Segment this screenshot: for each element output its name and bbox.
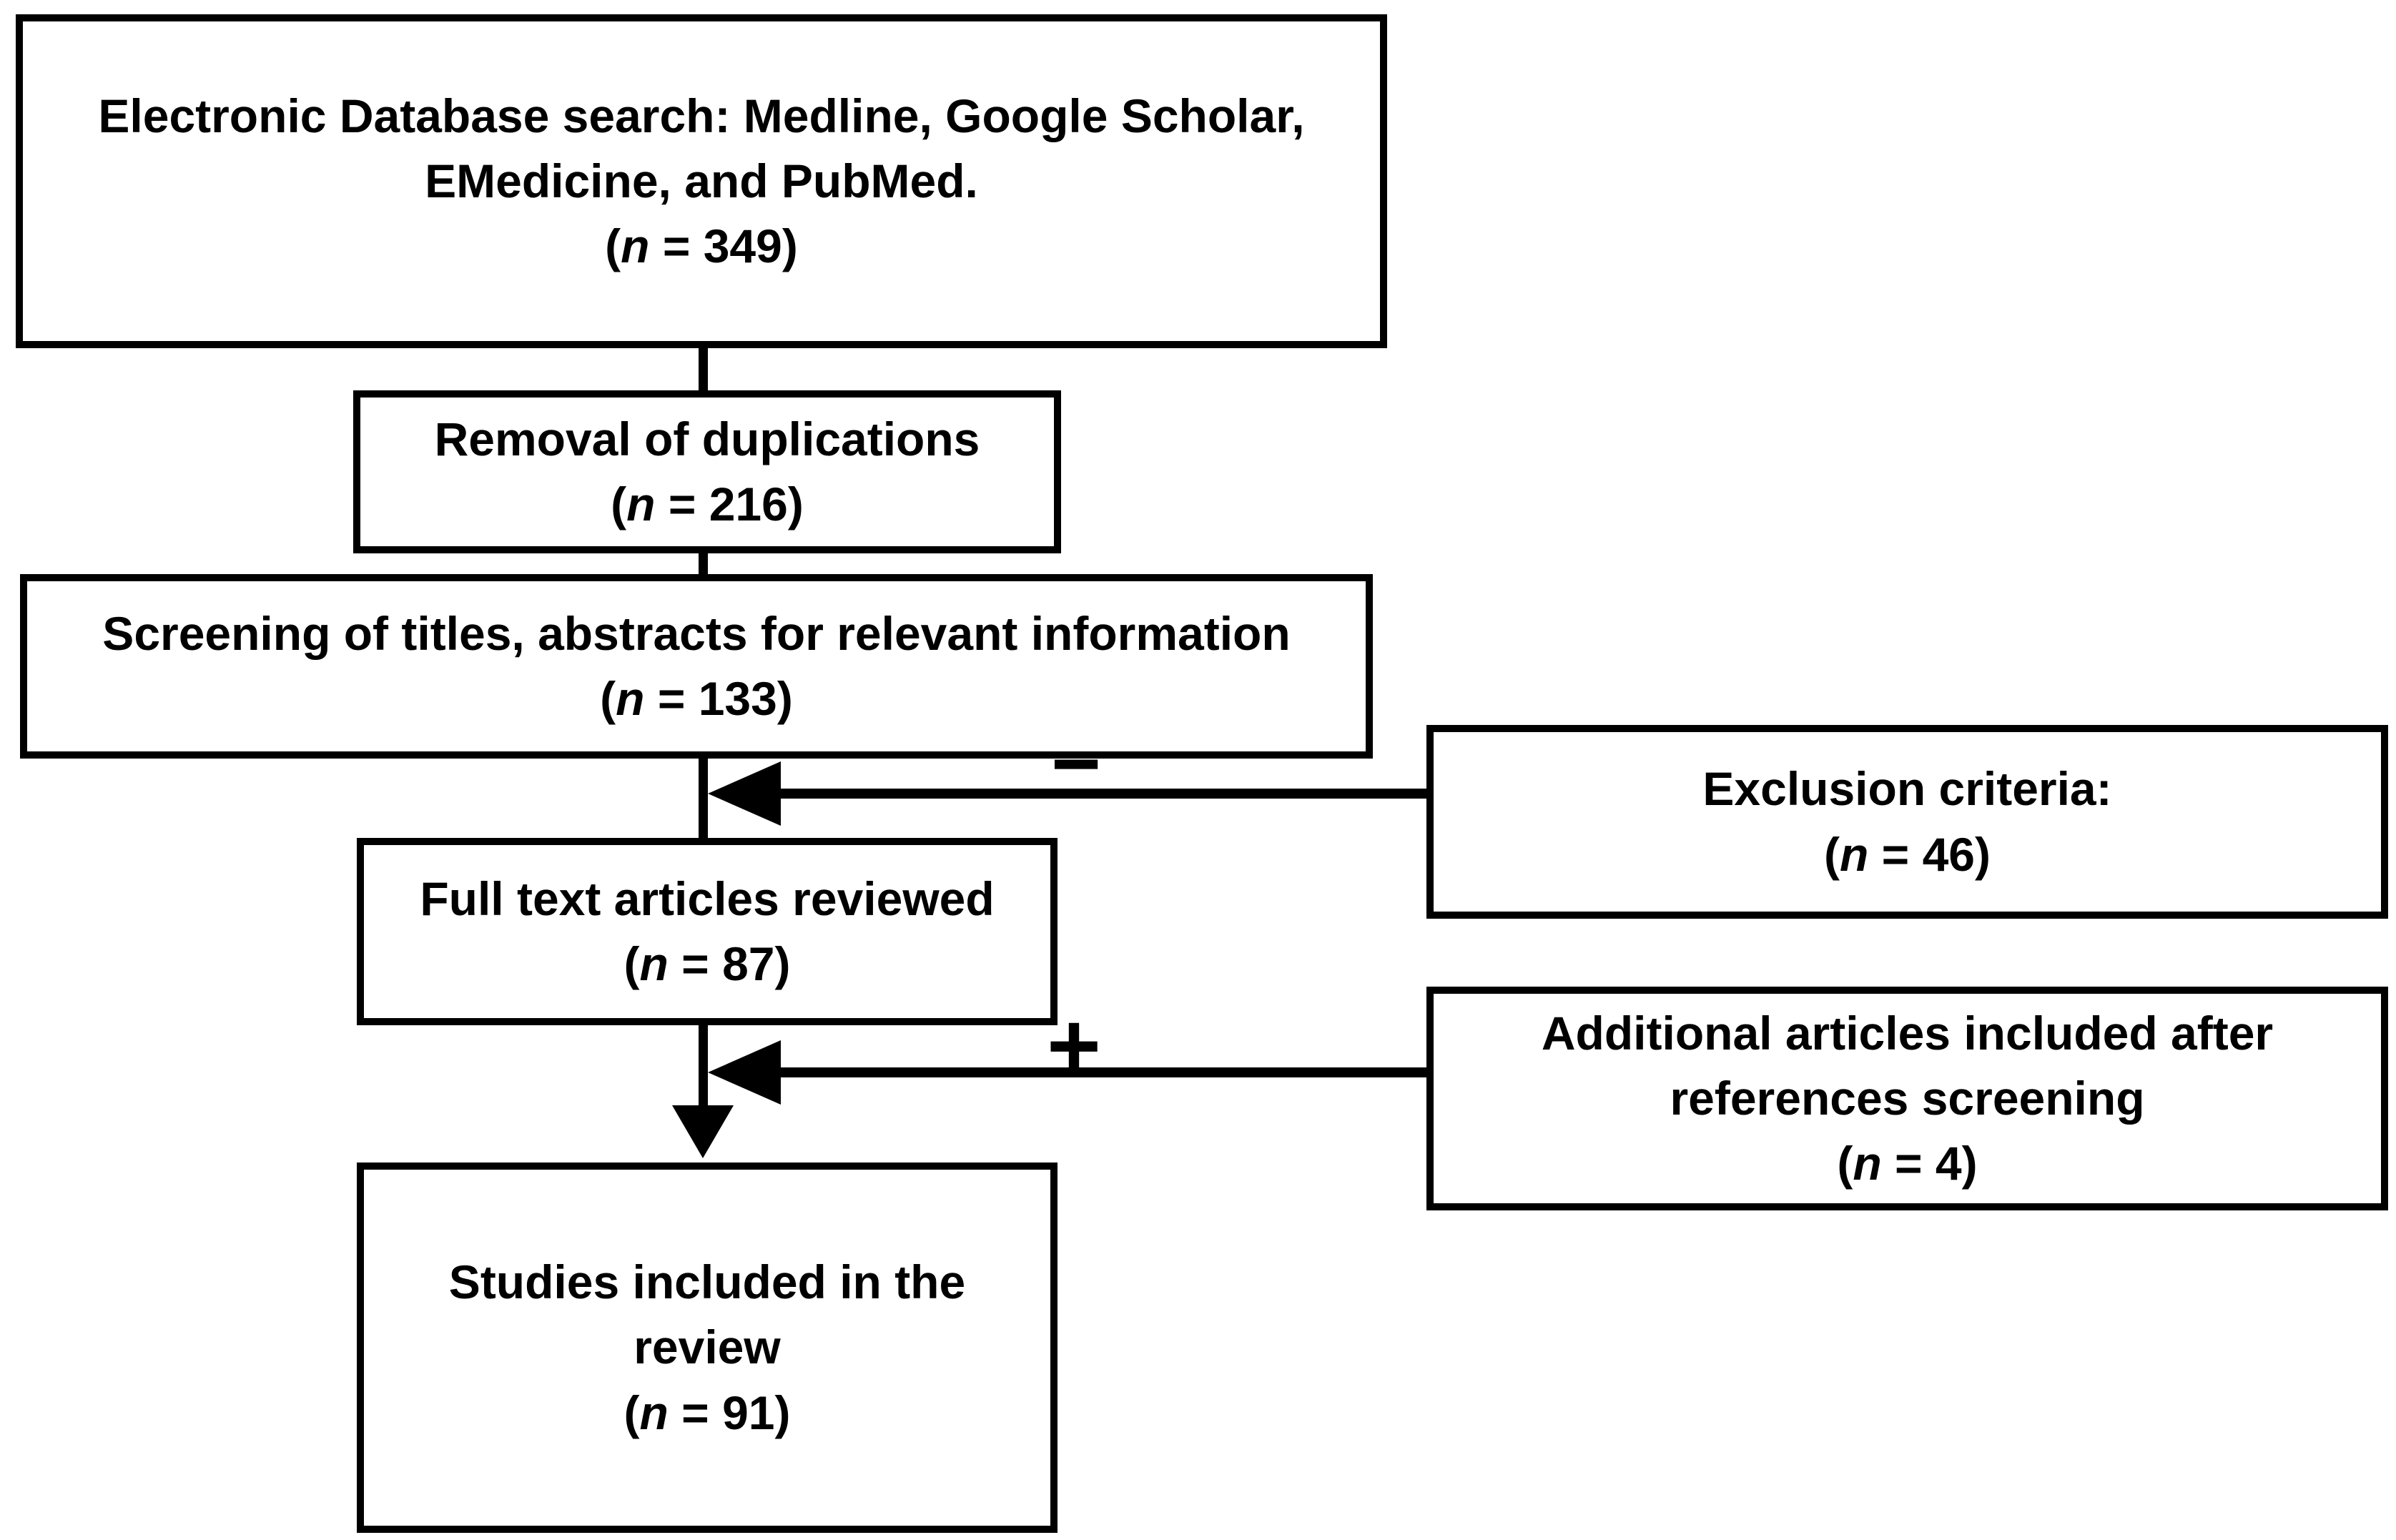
- equals-sign: =: [649, 219, 704, 273]
- box-text-line: Exclusion criteria:: [1702, 762, 2112, 816]
- count-value: 91: [722, 1386, 775, 1439]
- connector-screening-to-fulltext: [699, 759, 708, 838]
- equals-sign: =: [1881, 1137, 1936, 1190]
- box-text-line: references screening: [1670, 1071, 2145, 1125]
- box-text-line: review: [633, 1321, 781, 1374]
- equals-sign: =: [668, 937, 723, 990]
- box-text-line: Removal of duplications: [434, 412, 980, 465]
- additional-arrow-line: [777, 1067, 1426, 1077]
- search-box: Electronic Database search: Medline, Goo…: [16, 14, 1387, 348]
- box-text-line: Additional articles included after: [1541, 1006, 2274, 1060]
- open-paren: (: [600, 672, 616, 725]
- count-value: 87: [722, 937, 775, 990]
- n-symbol: n: [639, 1386, 669, 1439]
- count-label: (n = 349): [605, 214, 798, 279]
- equals-sign: =: [1868, 827, 1923, 881]
- connector-fulltext-to-studies: [699, 1025, 708, 1105]
- count-label: (n = 216): [611, 472, 804, 537]
- n-symbol: n: [626, 478, 656, 530]
- equals-sign: =: [644, 672, 699, 725]
- exclusion-box: Exclusion criteria: (n = 46): [1426, 725, 2388, 919]
- count-label: (n = 4): [1837, 1131, 1977, 1196]
- close-paren: ): [774, 937, 791, 990]
- count-value: 46: [1922, 827, 1975, 881]
- count-value: 349: [703, 219, 782, 273]
- close-paren: ): [782, 219, 798, 273]
- arrowhead-left-icon: [708, 761, 781, 826]
- open-paren: (: [623, 937, 640, 990]
- box-text-line: Electronic Database search: Medline, Goo…: [98, 89, 1305, 142]
- plus-icon: +: [1047, 993, 1101, 1097]
- count-value: 4: [1935, 1137, 1962, 1190]
- open-paren: (: [1824, 827, 1840, 881]
- connector-search-to-duplications: [699, 348, 708, 390]
- duplications-box: Removal of duplications (n = 216): [353, 390, 1061, 553]
- equals-sign: =: [655, 478, 709, 530]
- close-paren: ): [774, 1386, 791, 1439]
- equals-sign: =: [668, 1386, 723, 1439]
- box-text-line: Studies included in the: [448, 1255, 966, 1309]
- count-label: (n = 46): [1824, 822, 1991, 887]
- close-paren: ): [777, 672, 793, 725]
- screening-box: Screening of titles, abstracts for relev…: [20, 574, 1373, 759]
- open-paren: (: [605, 219, 621, 273]
- n-symbol: n: [1840, 827, 1869, 881]
- count-label: (n = 87): [624, 932, 791, 997]
- box-text-line: EMedicine, and PubMed.: [425, 154, 978, 207]
- count-value: 133: [698, 672, 777, 725]
- box-text-line: Screening of titles, abstracts for relev…: [102, 606, 1291, 660]
- count-label: (n = 133): [600, 666, 793, 731]
- box-text-line: Full text articles reviewed: [420, 872, 995, 925]
- close-paren: ): [1961, 1137, 1978, 1190]
- count-label: (n = 91): [624, 1381, 791, 1446]
- connector-duplications-to-screening: [699, 553, 708, 574]
- open-paren: (: [623, 1386, 640, 1439]
- close-paren: ): [787, 478, 804, 530]
- arrowhead-down-icon: [672, 1105, 734, 1158]
- n-symbol: n: [616, 672, 645, 725]
- studies-box: Studies included in the review (n = 91): [357, 1163, 1058, 1533]
- close-paren: ): [1974, 827, 1991, 881]
- n-symbol: n: [1853, 1137, 1882, 1190]
- n-symbol: n: [639, 937, 669, 990]
- minus-icon: −: [1050, 716, 1102, 811]
- fulltext-box: Full text articles reviewed (n = 87): [357, 838, 1058, 1025]
- count-value: 216: [709, 478, 788, 530]
- n-symbol: n: [621, 219, 650, 273]
- open-paren: (: [611, 478, 627, 530]
- arrowhead-left-icon: [708, 1040, 781, 1105]
- exclusion-arrow-line: [777, 789, 1426, 799]
- additional-box: Additional articles included after refer…: [1426, 987, 2388, 1210]
- open-paren: (: [1837, 1137, 1853, 1190]
